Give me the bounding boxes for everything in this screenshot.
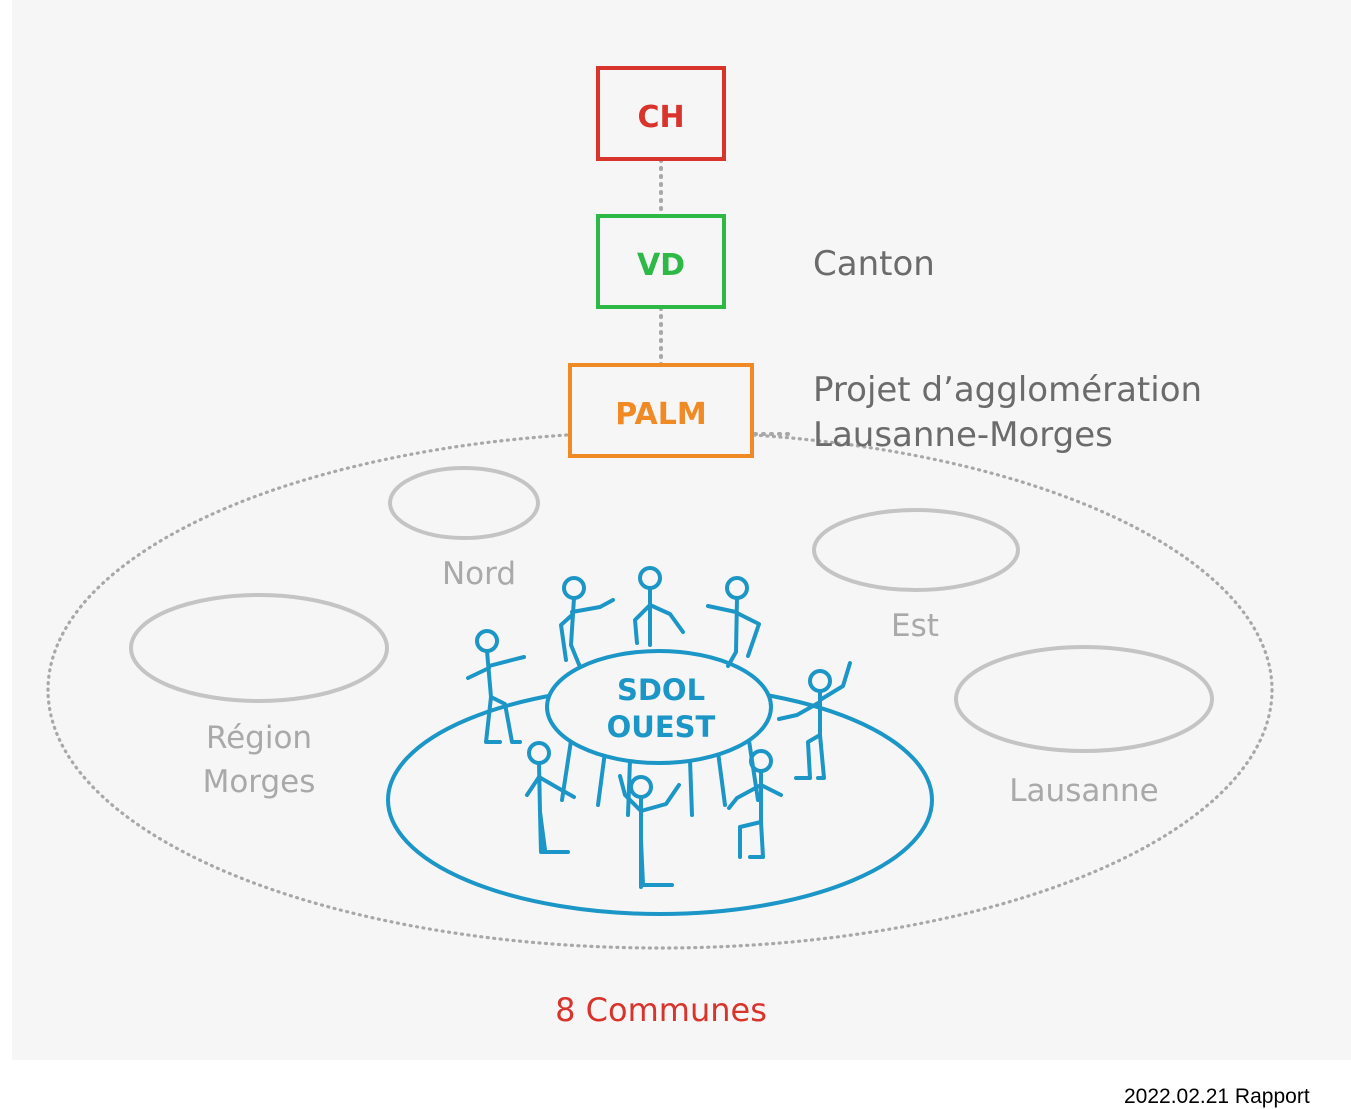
sdol-table-ellipse <box>545 649 773 765</box>
communes-label: 8 Communes <box>555 991 767 1029</box>
region-morges-label-line2: Morges <box>203 764 316 800</box>
person-figure-3-icon <box>633 566 685 647</box>
slide-background <box>12 0 1351 1060</box>
region-est-ellipse <box>812 508 1020 592</box>
person-figure-2-icon <box>559 576 615 669</box>
palm-description-line1: Projet d’agglomération <box>813 370 1202 410</box>
vd-label: VD <box>637 248 685 283</box>
person-figure-7-icon <box>618 774 681 889</box>
person-figure-6-icon <box>525 741 576 854</box>
person-figure-4-icon <box>706 576 761 668</box>
region-morges-ellipse <box>129 593 389 703</box>
vd-box: VD <box>596 214 726 309</box>
palm-label: PALM <box>615 397 706 432</box>
person-figure-8-icon <box>727 749 783 859</box>
region-nord-ellipse <box>388 466 540 540</box>
ch-box: CH <box>596 66 726 161</box>
region-nord-label: Nord <box>442 556 516 592</box>
sdol-ouest-group: SDOL OUEST <box>386 566 934 916</box>
palm-box: PALM <box>568 363 754 458</box>
agglomeration-boundary <box>46 430 1274 950</box>
region-morges-label-line1: Région <box>206 720 312 756</box>
palm-description-line2: Lausanne-Morges <box>813 415 1113 455</box>
canton-label: Canton <box>813 244 935 284</box>
sdol-label-line2: OUEST <box>607 710 716 744</box>
region-lausanne-label: Lausanne <box>1009 773 1158 809</box>
sdol-label-line1: SDOL <box>617 673 705 707</box>
region-lausanne-ellipse <box>954 645 1214 753</box>
region-est-label: Est <box>891 608 939 644</box>
person-figure-1-icon <box>466 629 526 744</box>
ch-label: CH <box>637 100 684 135</box>
person-figure-5-icon <box>777 661 852 780</box>
footer-date: 2022.02.21 Rapport <box>1124 1085 1310 1108</box>
